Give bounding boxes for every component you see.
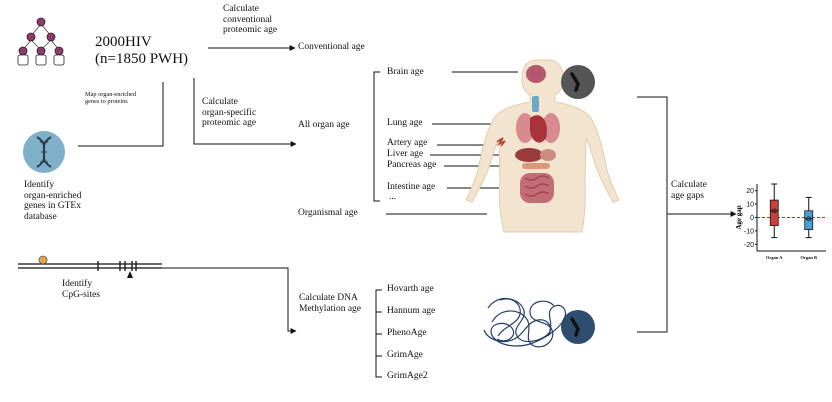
step-calc-organ-specific: Calculate organ-specific proteomic age: [202, 97, 257, 129]
step-calc-age-gaps: Calculate age gaps: [671, 180, 707, 201]
organ-age-artery: Artery age: [387, 138, 428, 148]
step-identify-cpg: Identify CpG-sites: [62, 279, 100, 300]
clock-phenoage: PhenoAge: [387, 328, 427, 338]
box-mean-marker: [771, 208, 777, 214]
organ-age-brain: Brain age: [387, 67, 424, 77]
tangled-dna-icon: [483, 298, 567, 348]
output-all-organ-age: All organ age: [298, 120, 350, 130]
y-tick-label: 0: [750, 215, 754, 222]
y-axis-label: Age gap: [735, 205, 743, 229]
output-conventional-age: Conventional age: [298, 42, 365, 52]
y-tick-label: 10: [746, 202, 754, 209]
clock-icon: [561, 65, 595, 99]
output-organismal-age: Organismal age: [298, 208, 358, 218]
clock-grimage2: GrimAge2: [387, 371, 428, 381]
organ-age-liver: Liver age: [387, 149, 424, 159]
clock-grimage: GrimAge: [387, 350, 423, 360]
cohort-title: 2000HIV: [95, 34, 152, 50]
people-hierarchy-icon: [17, 17, 65, 66]
dna-icon: [23, 131, 65, 173]
y-tick-label: 20: [746, 188, 754, 195]
x-tick-label: Organ A: [766, 255, 783, 260]
clock-hannum: Hannum age: [387, 306, 436, 316]
box-mean-marker: [806, 216, 812, 222]
step-map-genes: Map organ-enriched genes to proteins: [85, 91, 137, 106]
x-tick-label: Organ B: [800, 255, 817, 260]
organ-age-more: ...: [389, 192, 397, 202]
cpg-genome-track: [18, 255, 162, 278]
y-tick-label: -10: [744, 228, 754, 235]
clock-horvath: Hovarth age: [387, 284, 434, 294]
organ-age-pancreas: Pancreas age: [387, 160, 437, 170]
box-organ-b: [804, 210, 814, 230]
dna-methylation-clock-icon: [561, 310, 595, 344]
organ-age-intestine: Intestine age: [387, 182, 436, 192]
y-tick-label: -20: [744, 242, 754, 249]
cohort-subtitle: (n=1850 PWH): [95, 51, 189, 67]
step-identify-genes: Identify organ-enriched genes in GTEx da…: [24, 180, 82, 222]
human-body-illustration: [465, 59, 620, 233]
organ-age-lung: Lung age: [387, 118, 423, 128]
step-calc-dna-methylation: Calculate DNA Methylation age: [299, 293, 361, 314]
step-calc-conventional: Calculate conventional proteomic age: [223, 4, 278, 36]
